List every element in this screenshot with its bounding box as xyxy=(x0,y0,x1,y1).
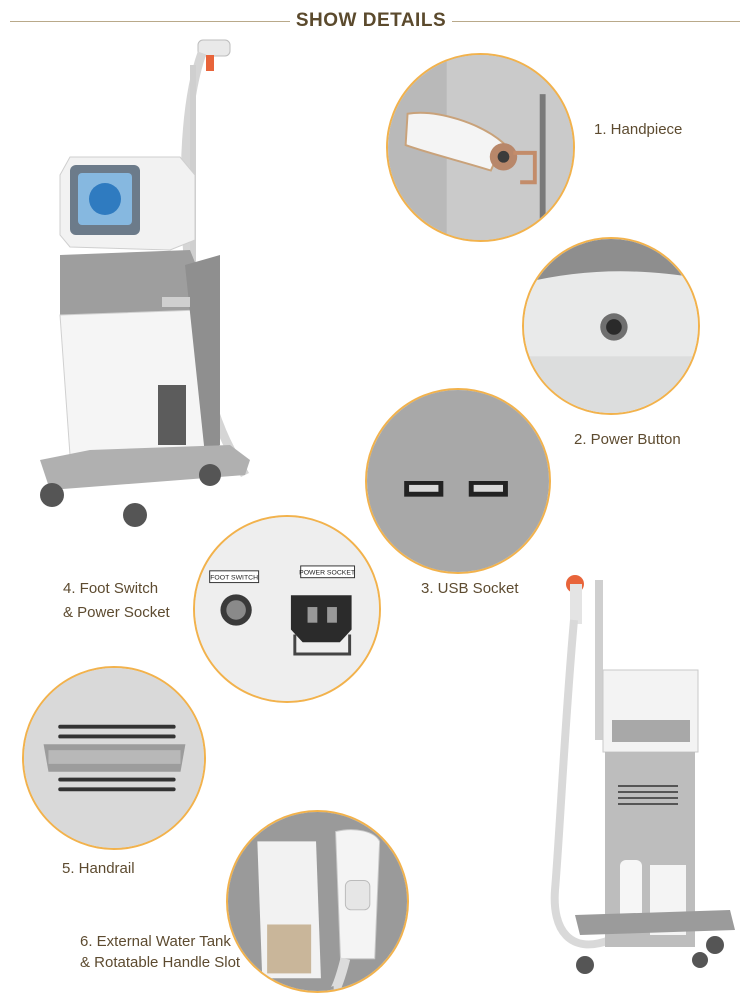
usb-socket-detail-image xyxy=(365,388,551,574)
machine-rear-image xyxy=(540,570,745,990)
section-title: SHOW DETAILS xyxy=(295,10,447,31)
handpiece-detail-image xyxy=(386,53,575,242)
handrail-detail-image xyxy=(22,666,206,850)
machine-front-image xyxy=(30,35,260,535)
usb-socket-label: 3. USB Socket xyxy=(421,580,519,597)
power-button-label: 2. Power Button xyxy=(574,431,681,448)
section-header: SHOW DETAILS xyxy=(0,0,750,44)
power-button-detail-image xyxy=(522,237,700,415)
header-divider-left xyxy=(10,21,290,22)
foot-switch-sticker: FOOT SWITCH xyxy=(210,575,258,582)
water-tank-label-line2: & Rotatable Handle Slot xyxy=(80,954,241,971)
foot-switch-label-line2: & Power Socket xyxy=(63,604,170,621)
foot-switch-label-line1: 4. Foot Switch xyxy=(63,580,159,597)
header-divider-right xyxy=(452,21,740,22)
water-tank-label-line1: 6. External Water Tank xyxy=(80,933,231,950)
handpiece-label: 1. Handpiece xyxy=(594,121,683,138)
power-socket-sticker: POWER SOCKET xyxy=(299,570,356,577)
foot-switch-power-socket-detail-image: FOOT SWITCH POWER SOCKET xyxy=(193,515,381,703)
water-tank-detail-image xyxy=(226,810,409,993)
handrail-label: 5. Handrail xyxy=(62,860,135,877)
